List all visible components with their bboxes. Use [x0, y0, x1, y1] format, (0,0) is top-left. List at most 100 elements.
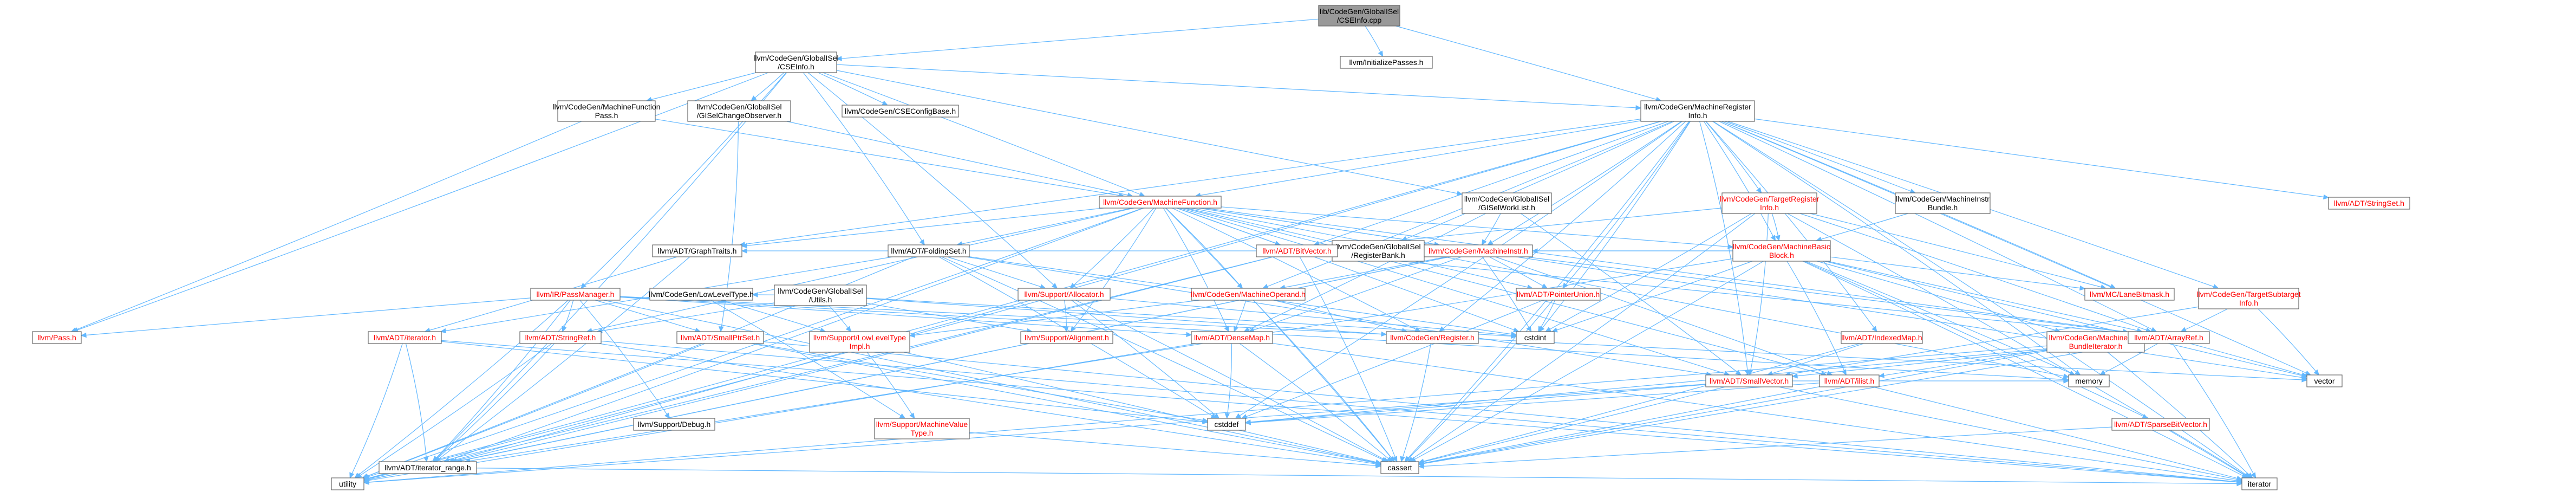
- node-label-gisel_obs: llvm/CodeGen/GlobalISel: [696, 102, 781, 111]
- node-label-debugh: llvm/Support/Debug.h: [638, 420, 711, 429]
- node-memory[interactable]: memory: [2068, 374, 2110, 387]
- node-lanebitmask[interactable]: llvm/MC/LaneBitmask.h: [2084, 288, 2175, 301]
- node-graphtraits[interactable]: llvm/ADT/GraphTraits.h: [652, 244, 742, 257]
- node-cseconfig[interactable]: llvm/CodeGen/CSEConfigBase.h: [842, 105, 959, 118]
- node-label-supportllt: Impl.h: [849, 342, 870, 351]
- node-mo[interactable]: llvm/CodeGen/MachineOperand.h: [1191, 288, 1306, 301]
- node-iterrange[interactable]: llvm/ADT/iterator_range.h: [379, 461, 477, 474]
- node-smallvector[interactable]: llvm/ADT/SmallVector.h: [1705, 374, 1793, 387]
- node-sparsebv[interactable]: llvm/ADT/SparseBitVector.h: [2111, 418, 2210, 431]
- edge-mri-to-tri: [1705, 121, 1762, 193]
- edge-iterrange-to-utility: [363, 473, 399, 482]
- edge-passmanager-to-densemap: [619, 296, 1192, 338]
- node-bitvector[interactable]: llvm/ADT/BitVector.h: [1256, 244, 1338, 257]
- node-label-mbb: Block.h: [1769, 251, 1794, 260]
- edge-cseinfo-to-allocator: [807, 72, 1058, 289]
- edge-cseinfo-to-mfpass: [645, 72, 757, 102]
- node-initpasses[interactable]: llvm/InitializePasses.h: [1340, 56, 1433, 69]
- edge-cseinfo-to-cseconfig: [818, 72, 889, 106]
- node-label-cseinfo: llvm/CodeGen/GlobalISel: [753, 54, 838, 62]
- edge-tri-to-mbb: [1771, 213, 1781, 242]
- node-allocator[interactable]: llvm/Support/Allocator.h: [1018, 288, 1111, 301]
- node-cseinfo[interactable]: llvm/CodeGen/GlobalISel/CSEInfo.h: [753, 51, 839, 73]
- edge-arrayref-to-iterator: [2172, 343, 2257, 479]
- edge-passmanager-to-passh: [80, 297, 531, 338]
- node-utility[interactable]: utility: [331, 477, 364, 490]
- node-foldingset[interactable]: llvm/ADT/FoldingSet.h: [888, 244, 970, 257]
- node-densemap[interactable]: llvm/ADT/DenseMap.h: [1191, 331, 1273, 344]
- node-label-iteratorh: llvm/ADT/iterator.h: [374, 333, 436, 342]
- edge-cseinfo-to-iterrange: [433, 72, 787, 462]
- edge-mo-to-supportllt: [909, 300, 1200, 338]
- node-register[interactable]: llvm/CodeGen/Register.h: [1386, 331, 1479, 344]
- node-arrayref[interactable]: llvm/ADT/ArrayRef.h: [2128, 331, 2210, 344]
- node-label-tsi: Info.h: [2239, 299, 2258, 307]
- node-label-mvt: Type.h: [910, 429, 933, 437]
- edge-sparsebv-to-cassert: [1418, 426, 2112, 469]
- node-gisel_obs[interactable]: llvm/CodeGen/GlobalISel/GISelChangeObser…: [687, 100, 791, 122]
- edge-mf-to-mbb: [1221, 206, 1734, 249]
- node-label-foldingset: llvm/ADT/FoldingSet.h: [891, 247, 966, 255]
- node-cstddef[interactable]: cstddef: [1207, 418, 1246, 431]
- node-label-cseconfig: llvm/CodeGen/CSEConfigBase.h: [845, 107, 956, 115]
- node-stringref[interactable]: llvm/ADT/StringRef.h: [519, 331, 602, 344]
- edge-ilist-to-cstddef: [1244, 383, 1820, 425]
- node-label-graphtraits: llvm/ADT/GraphTraits.h: [658, 247, 737, 255]
- edge-bitvector-to-arrayref: [1337, 254, 2129, 336]
- node-label-vector: vector: [2314, 377, 2334, 385]
- edge-mbb-to-iterator: [1802, 261, 2248, 478]
- edge-cseinfo-to-gisel_obs: [751, 72, 785, 101]
- node-passmanager[interactable]: llvm/IR/PassManager.h: [530, 288, 621, 301]
- node-label-cassert: cassert: [1387, 463, 1412, 472]
- edge-machineinstr-to-ptrunion: [1489, 256, 1548, 289]
- node-gutils[interactable]: llvm/CodeGen/GlobalISel/Utils.h: [774, 284, 867, 306]
- edge-gutils-to-supportllt: [829, 305, 852, 332]
- edge-supportllt-to-mvt: [866, 352, 915, 419]
- node-label-mfpass: Pass.h: [595, 111, 618, 120]
- edge-allocator-to-alignment: [1063, 300, 1069, 333]
- edge-worklist-to-smallvector: [1521, 213, 1742, 376]
- node-iterator[interactable]: iterator: [2241, 477, 2278, 490]
- edge-mo-to-cassert: [1253, 300, 1395, 462]
- node-stringset[interactable]: llvm/ADT/StringSet.h: [2328, 197, 2410, 210]
- edge-mri-to-stringset: [1754, 118, 2330, 200]
- node-vector[interactable]: vector: [2306, 374, 2343, 387]
- node-machineinstr[interactable]: llvm/CodeGen/MachineInstr.h: [1424, 244, 1533, 257]
- node-ilist[interactable]: llvm/ADT/ilist.h: [1819, 374, 1880, 387]
- edge-densemap-to-cassert: [1239, 343, 1393, 462]
- edge-tsi-to-vector: [2258, 308, 2320, 376]
- node-cassert[interactable]: cassert: [1380, 461, 1419, 474]
- node-cstdint[interactable]: cstdint: [1516, 331, 1555, 344]
- node-label-mibundleiter: BundleIterator.h: [2069, 342, 2123, 351]
- edge-cseinfo-to-worklist: [836, 70, 1463, 196]
- node-debugh[interactable]: llvm/Support/Debug.h: [633, 418, 715, 431]
- node-passh[interactable]: llvm/Pass.h: [32, 331, 82, 344]
- node-worklist[interactable]: llvm/CodeGen/GlobalISel/GISelWorkList.h: [1462, 192, 1552, 214]
- node-label-supportllt: llvm/Support/LowLevelType: [813, 333, 906, 342]
- edge-mf-to-allocator: [1069, 208, 1155, 289]
- node-alignment[interactable]: llvm/Support/Alignment.h: [1020, 331, 1113, 344]
- edge-tri-to-lanebitmask: [1810, 213, 2107, 290]
- graph-nodes: lib/CodeGen/GlobalISel/CSEInfo.cpp llvm/C…: [32, 5, 2410, 490]
- edge-mri-to-mf: [1195, 120, 1641, 198]
- node-iteratorh[interactable]: llvm/ADT/iterator.h: [368, 331, 442, 344]
- edge-root-to-cseinfo: [836, 18, 1319, 61]
- node-mf[interactable]: llvm/CodeGen/MachineFunction.h: [1099, 196, 1222, 209]
- node-regbank[interactable]: llvm/CodeGen/GlobalISel/RegisterBank.h: [1332, 240, 1425, 262]
- edge-mfpass-to-mf: [655, 119, 1125, 198]
- node-lowleveltype[interactable]: llvm/CodeGen/LowLevelType.h: [649, 288, 754, 301]
- node-ptrunion[interactable]: llvm/ADT/PointerUnion.h: [1516, 288, 1601, 301]
- edge-root-to-mri: [1395, 25, 1662, 102]
- node-indexedmap[interactable]: llvm/ADT/IndexedMap.h: [1841, 331, 1923, 344]
- node-root[interactable]: lib/CodeGen/GlobalISel/CSEInfo.cpp: [1318, 5, 1400, 27]
- node-smallptrset[interactable]: llvm/ADT/SmallPtrSet.h: [676, 331, 764, 344]
- edge-mri-to-memory: [1712, 121, 2081, 376]
